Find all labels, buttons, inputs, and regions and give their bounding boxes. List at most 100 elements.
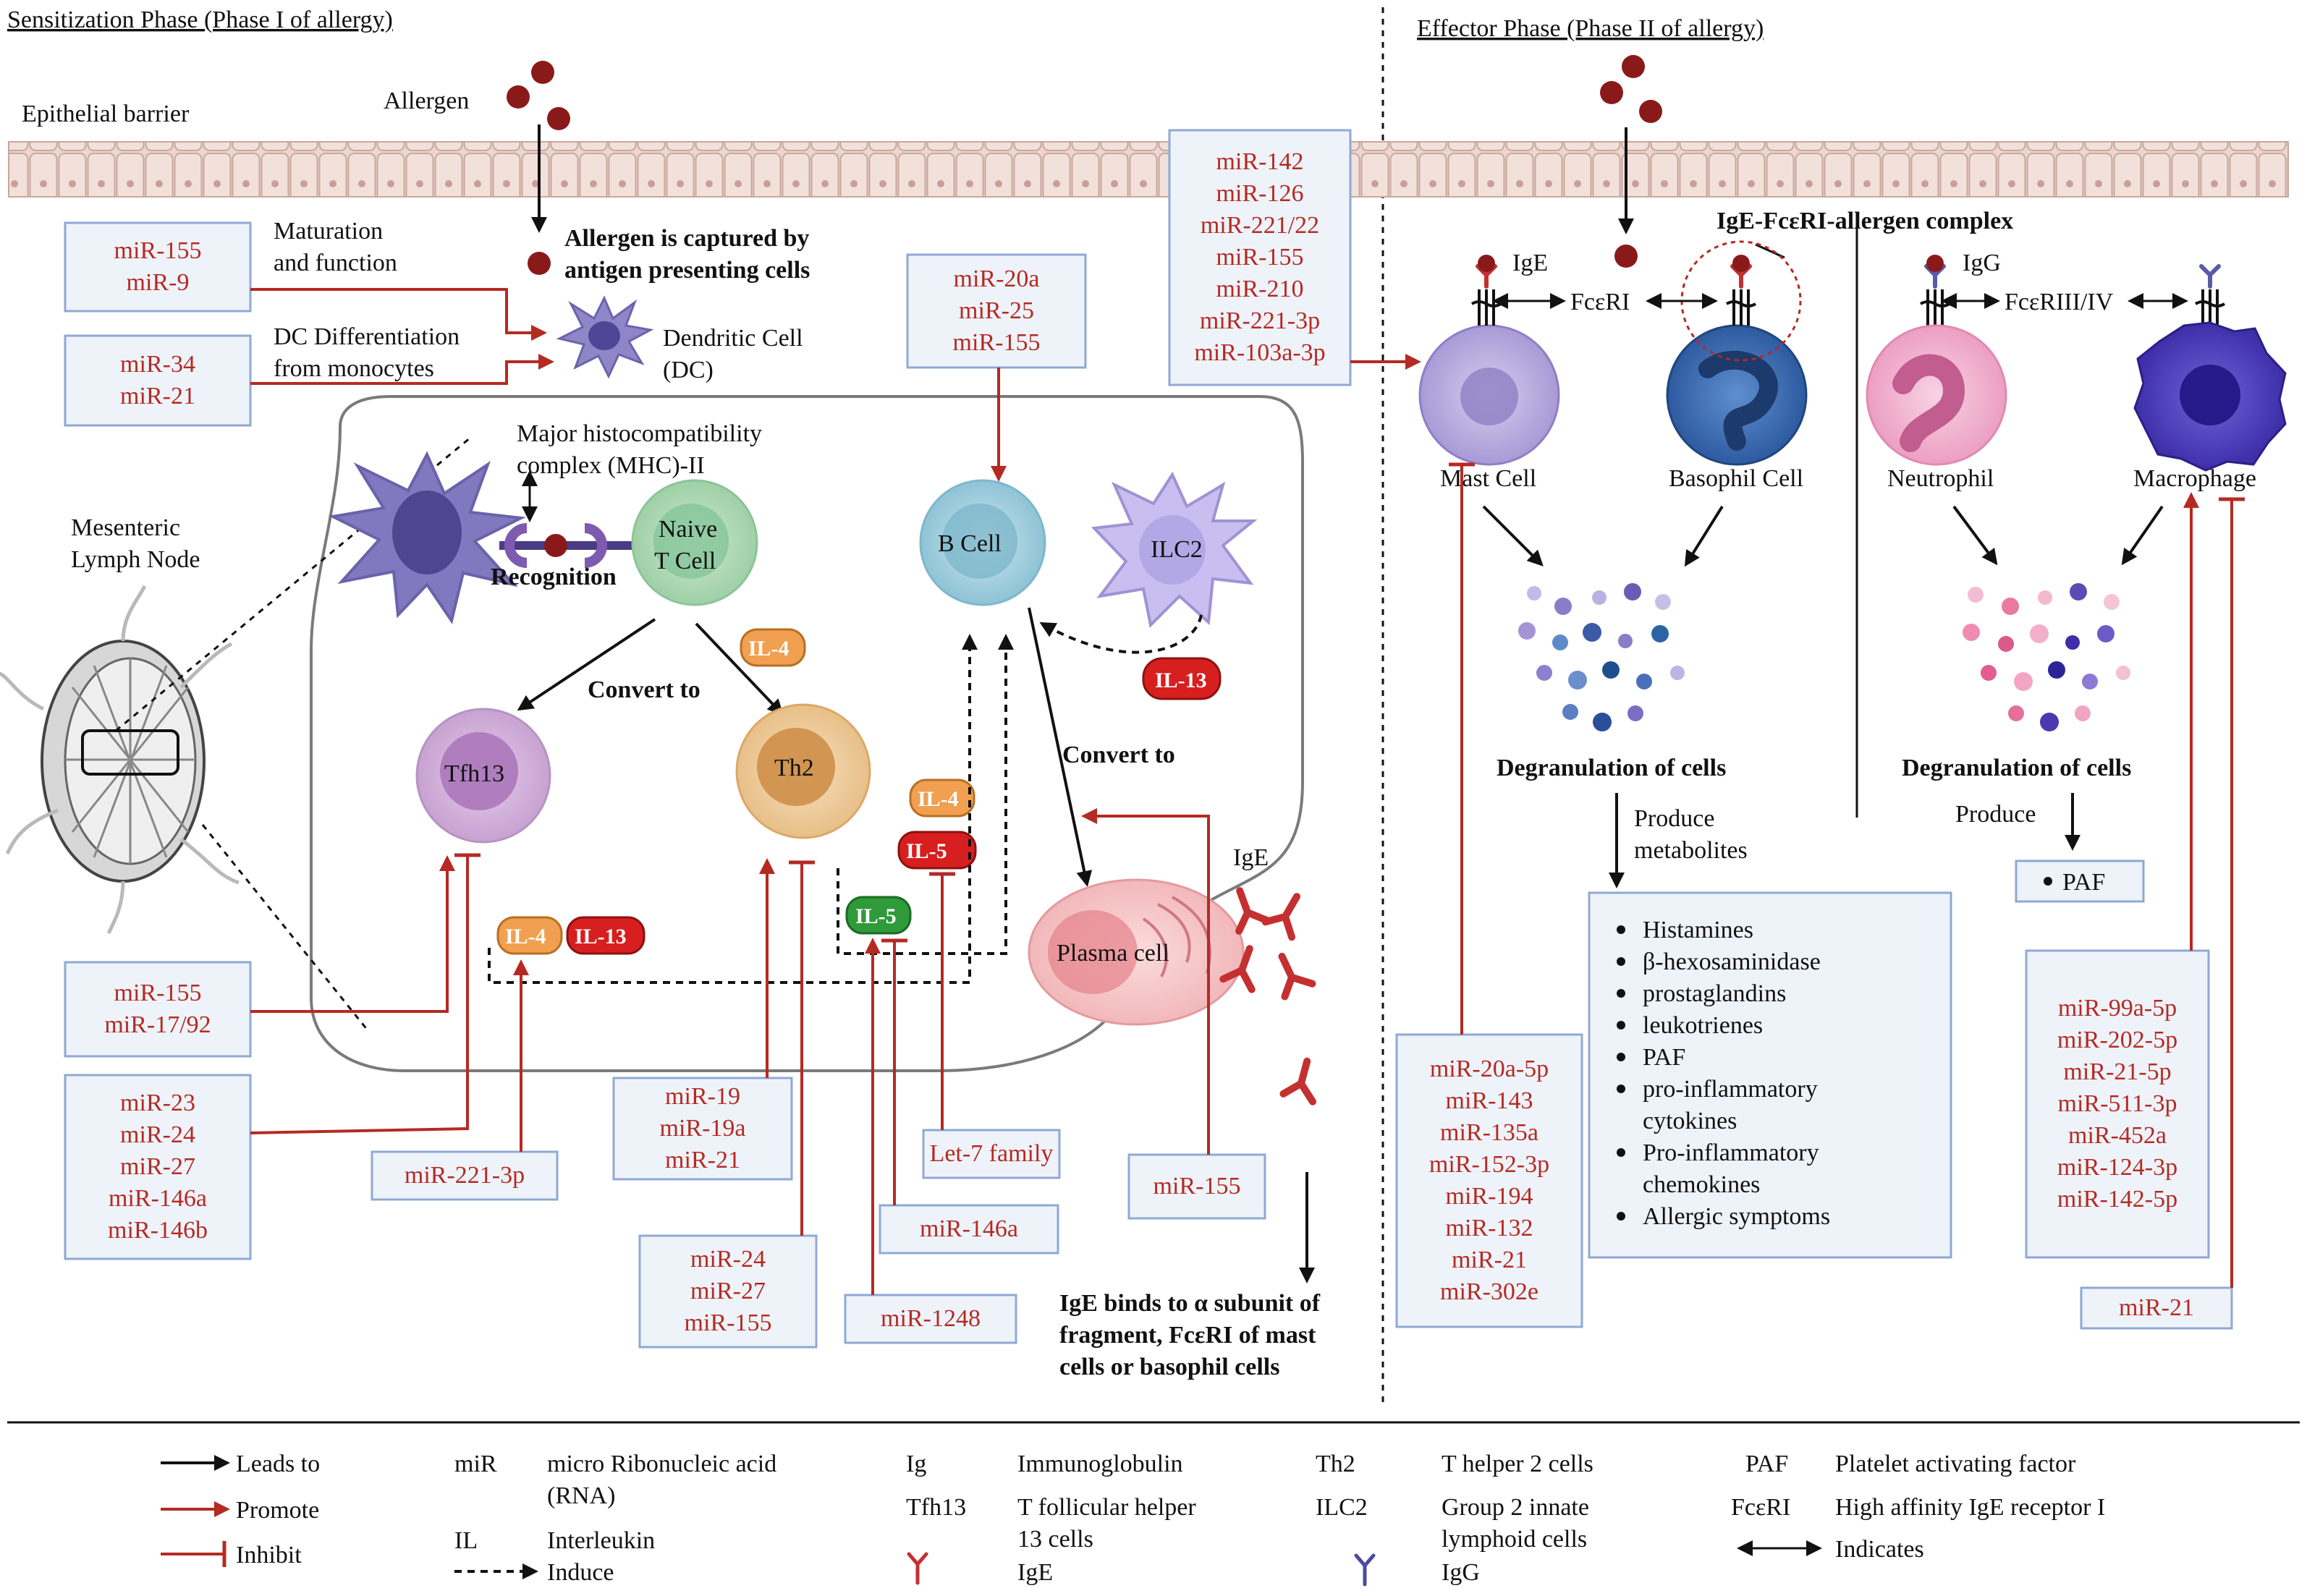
il4-badge-th2: IL-4 (740, 628, 806, 667)
legend-il-abbr: IL (454, 1527, 478, 1554)
mir-item: miR-146b (108, 1217, 208, 1244)
b-cell-icon (919, 479, 1046, 606)
metabolite-item: leukotrienes (1643, 1012, 1763, 1039)
legend-tfh13-def: T follicular helper (1017, 1494, 1196, 1521)
mast-to-degran-arrow (1482, 505, 1544, 566)
mast-cell-label: Mast Cell (1440, 465, 1536, 492)
mir-item: miR-21 (120, 383, 195, 409)
mir-box-7: miR-221-3p (371, 1150, 559, 1201)
mir-item: miR-24 (690, 1246, 766, 1273)
metabolite-item: prostaglandins (1643, 980, 1786, 1007)
mir-item: miR-155 (685, 1310, 772, 1336)
convert-to-label: Convert to (588, 676, 700, 703)
mir-item: miR-21 (2119, 1294, 2194, 1321)
epithelial-barrier-label: Epithelial barrier (22, 101, 190, 127)
mir-item: miR-210 (1216, 276, 1304, 302)
mir-item: Let-7 family (930, 1140, 1054, 1167)
macrophage-label: Macrophage (2133, 465, 2256, 492)
metabolite-item: pro-inflammatory (1643, 1076, 1818, 1103)
naive-label-2: T Cell (654, 548, 716, 574)
granules-mast-basophil (1518, 583, 1685, 731)
tfh13-label: Tfh13 (444, 760, 504, 787)
svg-text:IL-5: IL-5 (906, 839, 947, 863)
maturation-label: Maturation (274, 218, 383, 245)
ilc2-label: ILC2 (1151, 536, 1203, 563)
ige-binds-label-3: cells or basophil cells (1059, 1354, 1279, 1380)
allergen-label: Allergen (384, 88, 469, 114)
allergen-captured-label: Allergen is captured by (564, 225, 809, 252)
naive-label: Naive (659, 516, 717, 543)
mir-item: miR-155 (114, 980, 202, 1006)
legend-ilc2-def-2: lymphoid cells (1442, 1526, 1587, 1553)
induce-arrow-ilc2 (1039, 614, 1203, 654)
mir-item: miR-202-5p (2057, 1027, 2177, 1053)
svg-text:IL-4: IL-4 (748, 637, 790, 661)
legend-ilc2-def: Group 2 innate (1442, 1494, 1589, 1521)
ige-label-plasma: IgE (1233, 844, 1269, 871)
mir-item: miR-146a (109, 1185, 207, 1212)
paf-box-text: PAF (2062, 869, 2105, 896)
neutrophil-label: Neutrophil (1887, 465, 1994, 492)
recognition-label: Recognition (491, 564, 617, 590)
legend-il-def: Interleukin (547, 1527, 655, 1554)
mir-item: miR-9 (127, 269, 190, 296)
convert-to-label-2: Convert to (1062, 742, 1175, 768)
mir-item: miR-27 (690, 1278, 766, 1304)
neutrophil-to-degran-arrow (1952, 505, 1998, 566)
degranulation-label-right: Degranulation of cells (1902, 755, 2131, 781)
mir-item: miR-27 (120, 1153, 195, 1180)
il13-badge-ilc2: IL-13 (1142, 657, 1222, 700)
legend-ige-icon (907, 1552, 928, 1585)
il13-badge-tfh: IL-13 (566, 916, 645, 955)
legend-tfh13-def-2: 13 cells (1017, 1526, 1093, 1553)
mir-item: miR-20a-5p (1430, 1056, 1549, 1082)
mir-item: miR-99a-5p (2058, 995, 2177, 1022)
legend-ige-label: IgE (1017, 1559, 1053, 1586)
legend-ig-abbr: Ig (906, 1451, 926, 1477)
legend-indicates-label: Indicates (1835, 1536, 1924, 1563)
receptor-allergens (1478, 255, 1944, 272)
il4-badge-th2-right: IL-4 (909, 778, 975, 818)
legend-fceri-def: High affinity IgE receptor I (1835, 1494, 2105, 1521)
legend-induce-label: Induce (547, 1559, 614, 1586)
mir-item: miR-21-5p (2063, 1058, 2171, 1085)
mir-item: miR-146a (920, 1215, 1018, 1242)
basophil-to-degran-arrow (1684, 505, 1724, 567)
mhc-label: Major histocompatibility (517, 420, 762, 447)
mir-box-10: Let-7 family (922, 1129, 1061, 1179)
legend-promote-label: Promote (236, 1497, 319, 1524)
igg-receptor-label: IgG (1963, 250, 2001, 276)
dc-differentiation-label: DC Differentiation (274, 323, 460, 350)
legend-mir-def-2: (RNA) (547, 1482, 615, 1509)
allergen-captured-label-2: antigen presenting cells (564, 257, 810, 284)
mesenteric-label-2: Lymph Node (71, 546, 200, 573)
mir-item: miR-302e (1440, 1278, 1538, 1305)
mir-item: miR-452a (2068, 1122, 2167, 1149)
mir-item: miR-103a-3p (1194, 339, 1325, 366)
metabolite-item: Pro-inflammatory (1643, 1139, 1819, 1166)
metabolite-item: β-hexosaminidase (1643, 948, 1821, 975)
svg-text:IL-4: IL-4 (918, 787, 959, 811)
legend-igg-label: IgG (1442, 1559, 1480, 1586)
mir-item: miR-155 (1216, 244, 1304, 271)
lymph-node-icon (0, 585, 240, 935)
mir-item: miR-1248 (881, 1305, 981, 1332)
ige-receptor-label: IgE (1512, 250, 1548, 276)
mir-item: miR-511-3p (2058, 1090, 2177, 1117)
mir-box-13: miR-155 (1127, 1153, 1266, 1220)
degranulation-label-left: Degranulation of cells (1497, 755, 1726, 781)
legend-mir-def: micro Ribonucleic acid (547, 1451, 776, 1477)
promote-line-mir155-tfh (250, 855, 455, 1013)
ige-antibody-icons (1219, 887, 1317, 1105)
mir-item: miR-17/92 (104, 1011, 211, 1038)
mir-item: miR-19a (660, 1115, 746, 1142)
mhc-molecule (504, 523, 528, 568)
b-cell-label: B Cell (938, 530, 1002, 557)
plasma-cell-label: Plasma cell (1057, 940, 1169, 967)
mir-box-3: miR-142miR-126miR-221/22miR-155miR-210mi… (1168, 129, 1352, 386)
legend-th2-abbr: Th2 (1316, 1451, 1355, 1477)
mir-item: miR-135a (1440, 1119, 1538, 1146)
